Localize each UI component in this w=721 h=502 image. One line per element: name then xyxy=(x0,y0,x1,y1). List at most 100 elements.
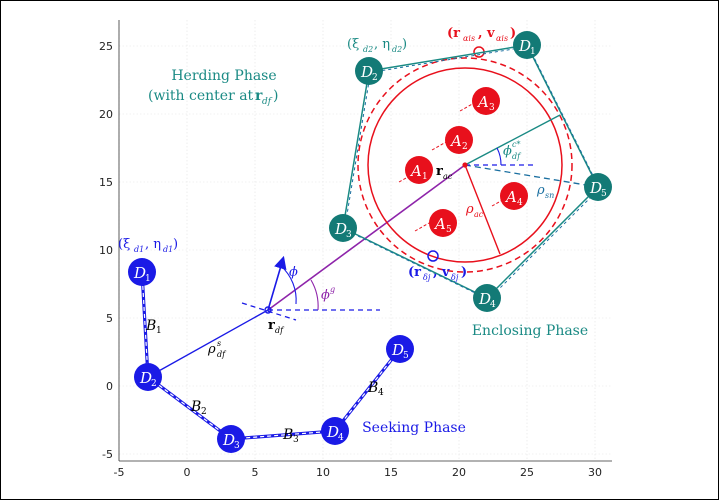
r-ais-sub: αis xyxy=(463,34,475,43)
seeking-phase-title: Seeking Phase xyxy=(362,420,466,436)
agent-3-letter: A xyxy=(476,93,489,111)
segment-label-4: B xyxy=(367,380,378,396)
herding-dog-4-letter: D xyxy=(478,290,491,308)
rho-df-sup: s xyxy=(217,339,221,348)
herding-dog-5-num: 5 xyxy=(601,189,607,199)
herding-phase-title: Herding Phase xyxy=(171,68,276,84)
herding-subtitle-r: r xyxy=(255,88,263,104)
y-tick: 25 xyxy=(99,40,113,53)
segment-label-3-num: 3 xyxy=(293,435,299,445)
seeking-dog-3: D 3 xyxy=(217,425,245,453)
herding-phase-subtitle: (with center at r df ) xyxy=(148,88,278,107)
agent-velocity-marks xyxy=(398,102,507,232)
heading-dashed-line xyxy=(241,302,297,321)
segment-label-1-num: 1 xyxy=(156,326,162,336)
herding-polygon xyxy=(342,44,601,301)
herding-dog-1: D 1 xyxy=(513,31,541,59)
rho-ac-label: ρ xyxy=(465,202,474,217)
x-tick: 25 xyxy=(520,466,534,479)
enclosing-circles xyxy=(357,57,573,273)
x-tick: 15 xyxy=(384,466,398,479)
herding-dog-2-letter: D xyxy=(360,63,373,81)
agent-1-num: 1 xyxy=(422,172,428,182)
x-tick: 20 xyxy=(452,466,466,479)
y-tick: 10 xyxy=(99,244,113,257)
agent-1-letter: A xyxy=(409,162,422,180)
segment-label-2: B xyxy=(190,399,201,415)
r-ais-open: (r xyxy=(447,26,460,41)
x-tick: 0 xyxy=(184,466,191,479)
xi-eta-d2-label: (ξ d2 , η d2 ) xyxy=(347,37,407,54)
y-tick: 20 xyxy=(99,108,113,121)
r-ac-sub: ac xyxy=(443,172,453,181)
r-ais-label: (r αis , v αis ) xyxy=(447,26,516,43)
rho-sn-label: ρ xyxy=(536,183,545,198)
agent-1: A 1 xyxy=(405,156,433,184)
agent-4-num: 4 xyxy=(517,198,523,208)
rho-ac-sub: ac xyxy=(474,210,484,219)
rho-ac-line xyxy=(464,164,501,255)
r-dj-label: (r δj , v δj ) xyxy=(408,265,467,282)
r-dj-open: (r xyxy=(408,265,421,280)
r-ac-label: r xyxy=(436,164,443,179)
seeking-dog-2-letter: D xyxy=(139,369,152,387)
phi-df-sup: c* xyxy=(512,140,520,149)
y-tick-labels: 25 20 15 10 5 0 -5 xyxy=(99,40,113,461)
segment-label-4-num: 4 xyxy=(378,388,384,398)
herding-subtitle-sub: df xyxy=(262,97,273,107)
phi-arc xyxy=(280,265,297,305)
r-dj-close: ) xyxy=(461,265,467,280)
xi-eta-d1-label: (ξ d1 , η d1 ) xyxy=(118,237,178,254)
phi-g-label: ϕ xyxy=(321,288,330,303)
x-tick: 10 xyxy=(316,466,330,479)
phi-g-arc xyxy=(310,279,319,311)
y-tick: 0 xyxy=(106,380,113,393)
herding-dog-2-num: 2 xyxy=(372,73,378,83)
r-df-label: r xyxy=(268,318,275,333)
rho-df-line xyxy=(147,309,269,378)
v-ais: , v xyxy=(478,26,495,41)
herding-dog-4-num: 4 xyxy=(490,300,496,310)
x-tick-labels: -5 0 5 10 15 20 25 30 xyxy=(114,466,602,479)
herding-dog-3: D 3 xyxy=(329,214,357,242)
rho-sn-sub: sn xyxy=(545,191,554,200)
seeking-dog-3-letter: D xyxy=(222,431,235,449)
seeking-dog-1-num: 1 xyxy=(145,274,151,284)
agent-2-num: 2 xyxy=(462,142,468,152)
eta-d2: , η xyxy=(374,37,390,52)
agent-3: A 3 xyxy=(472,87,500,115)
seeking-dog-1: D 1 xyxy=(128,258,156,286)
segment-label-3: B xyxy=(282,427,293,443)
y-tick: 15 xyxy=(99,176,113,189)
rac-point xyxy=(462,162,468,168)
agent-5-letter: A xyxy=(433,215,446,233)
xi-d2-open: (ξ xyxy=(347,37,359,52)
herding-dog-3-num: 3 xyxy=(346,230,352,240)
seeking-dog-2: D 2 xyxy=(134,363,162,391)
segment-labels: B 1 B 2 B 3 B 4 xyxy=(145,318,384,445)
xi-d1-close: ) xyxy=(173,237,178,252)
phi-label: ϕ xyxy=(289,265,298,280)
phi-g-sup: g xyxy=(330,285,335,294)
xi-d1-sub: d1 xyxy=(134,245,144,254)
enclosing-phase-title: Enclosing Phase xyxy=(472,323,588,339)
herding-subtitle-suffix: ) xyxy=(273,88,278,104)
x-tick: -5 xyxy=(114,466,125,479)
y-tick: -5 xyxy=(102,448,113,461)
rho-sn-line xyxy=(464,164,599,188)
agent-4-letter: A xyxy=(504,188,517,206)
seeking-dog-4: D 4 xyxy=(321,417,349,445)
agent-2-letter: A xyxy=(449,132,462,150)
agent-5-num: 5 xyxy=(446,225,452,235)
v-ais-sub: αis xyxy=(496,34,508,43)
herding-dog-1-num: 1 xyxy=(530,47,536,57)
v-dj: , v xyxy=(433,265,450,280)
segment-label-1: B xyxy=(145,318,156,334)
center-connector-line xyxy=(267,164,466,311)
agent-5: A 5 xyxy=(429,209,457,237)
seeking-dog-4-num: 4 xyxy=(338,433,344,443)
herding-dog-2: D 2 xyxy=(355,57,383,85)
eta-d2-sub: d2 xyxy=(392,45,402,54)
